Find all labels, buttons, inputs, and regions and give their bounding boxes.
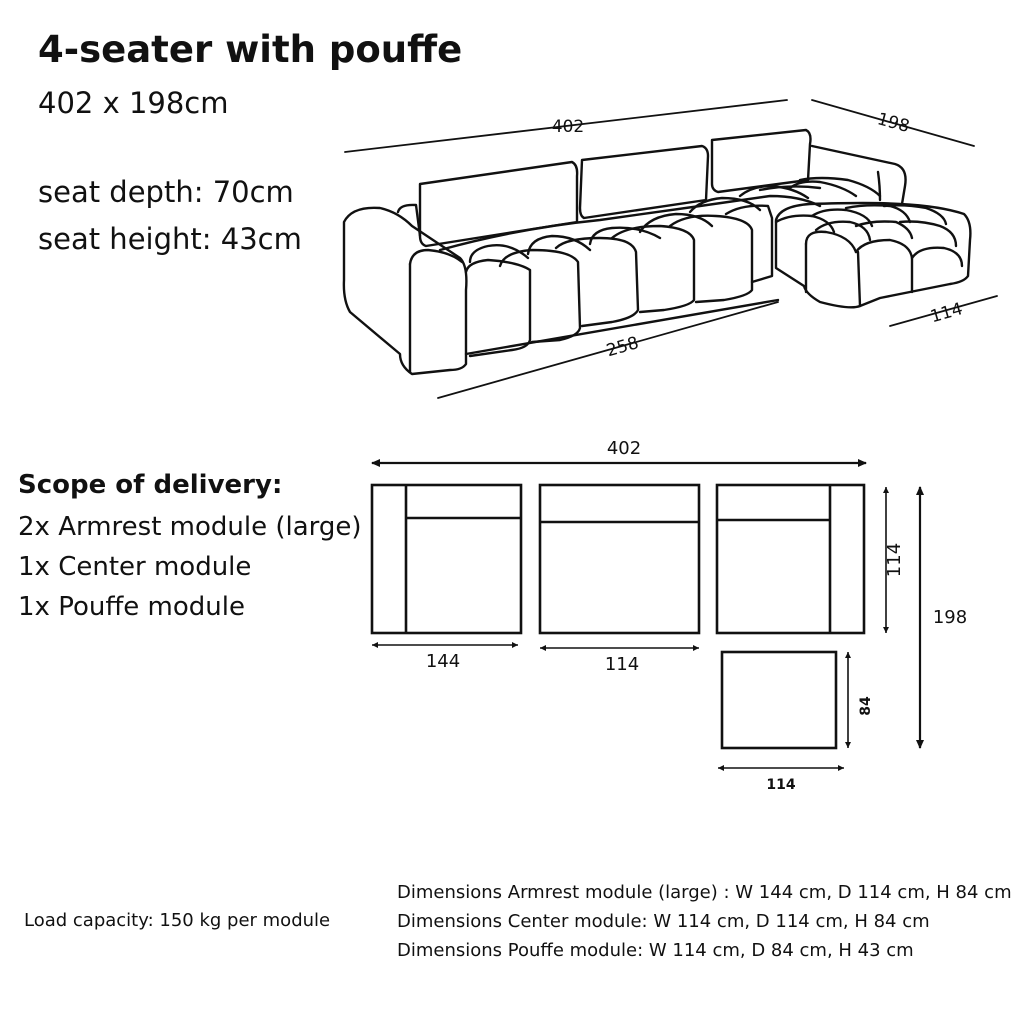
scope-item: 1x Center module — [18, 552, 252, 582]
sofa-sketch — [342, 99, 998, 399]
scope-item: 2x Armrest module (large) — [18, 512, 362, 542]
armrest-module-right — [715, 483, 866, 635]
pouffe-depth-label: 84 — [858, 696, 874, 716]
sketch-depth-label: 198 — [875, 109, 912, 137]
back-cushion — [710, 128, 812, 194]
pouffe-module — [720, 650, 838, 750]
sketch-depth-line — [811, 99, 975, 147]
back-cushion — [418, 160, 579, 248]
sketch-main-line — [437, 301, 779, 399]
sketch-width-label: 402 — [552, 117, 584, 137]
product-title: 4-seater with pouffe — [38, 28, 463, 71]
sketch-main-label: 258 — [604, 333, 641, 361]
seat-depth: seat depth: 70cm — [38, 175, 294, 209]
seat-block — [464, 258, 532, 358]
module-depth-label: 114 — [884, 543, 905, 577]
total-depth-label: 198 — [933, 607, 967, 628]
seat-block — [668, 214, 754, 304]
right-armrest — [810, 144, 907, 206]
seat-block — [610, 224, 696, 314]
overall-dimensions: 402 x 198cm — [38, 86, 229, 120]
scope-item: 1x Pouffe module — [18, 592, 245, 622]
plan-total-width-label: 402 — [607, 438, 641, 459]
seat-block — [554, 236, 640, 328]
seat-height: seat height: 43cm — [38, 222, 302, 256]
armrest-width-label: 144 — [426, 651, 460, 672]
left-armrest — [342, 206, 468, 376]
back-cushion — [578, 144, 710, 220]
sketch-width-line — [344, 99, 788, 153]
scope-title: Scope of delivery: — [18, 470, 283, 500]
sketch-pouffe-label: 114 — [928, 299, 965, 327]
pouffe-top — [774, 201, 972, 309]
sketch-pouffe-line — [889, 295, 998, 327]
armrest-module-left — [370, 483, 523, 635]
armrest-dimensions: Dimensions Armrest module (large) : W 14… — [397, 882, 1012, 903]
pouffe-dimensions: Dimensions Pouffe module: W 114 cm, D 84… — [397, 940, 914, 961]
center-dimensions: Dimensions Center module: W 114 cm, D 11… — [397, 911, 930, 932]
center-width-label: 114 — [605, 654, 639, 675]
pouffe-width-label: 114 — [766, 777, 795, 793]
center-module — [538, 483, 701, 635]
load-capacity: Load capacity: 150 kg per module — [24, 910, 331, 931]
